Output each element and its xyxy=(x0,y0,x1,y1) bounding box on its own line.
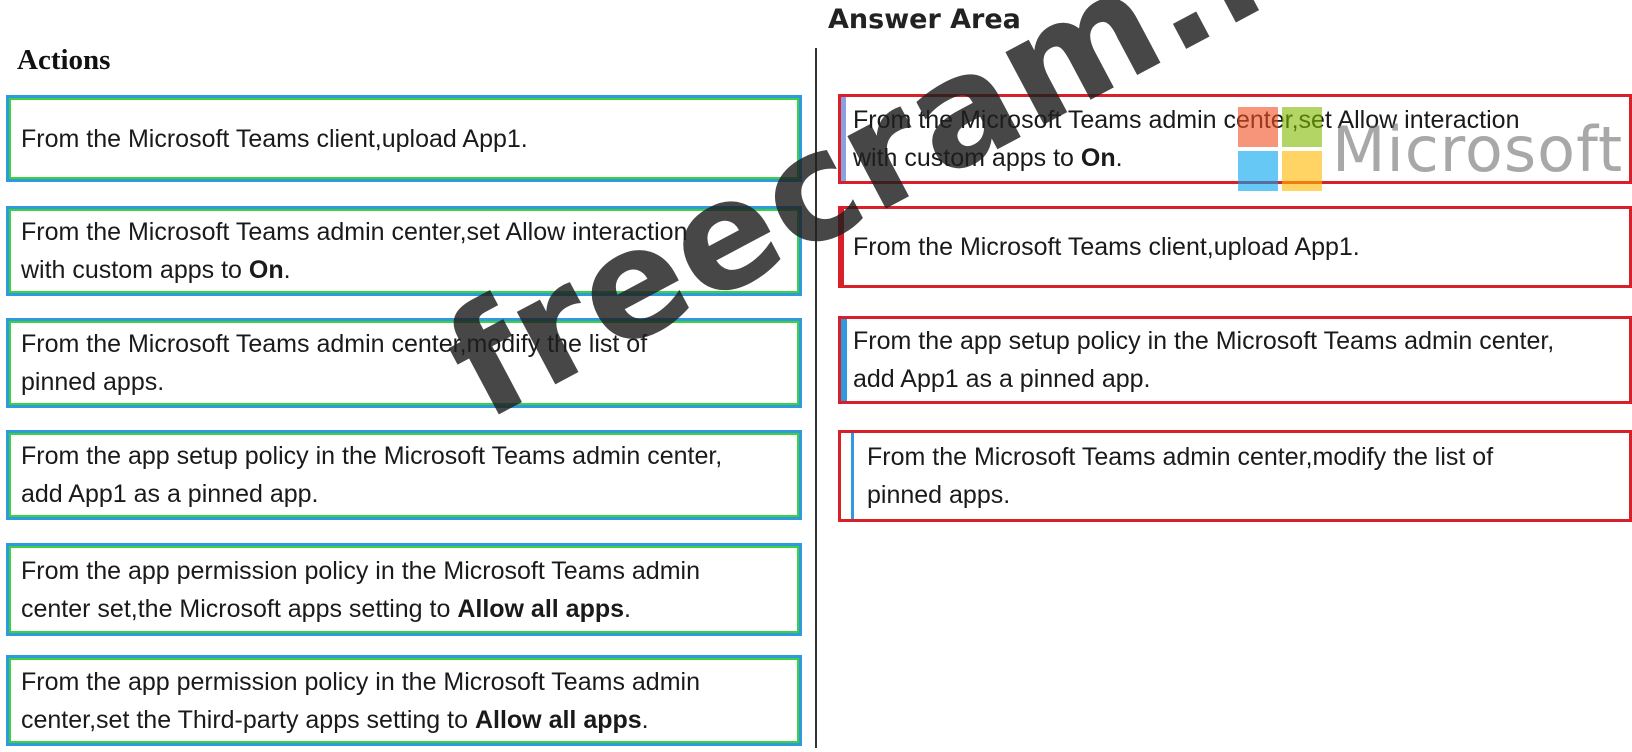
answer-item-text: From the Microsoft Teams admin center,mo… xyxy=(867,443,1494,509)
action-item-text: From the app permission policy in the Mi… xyxy=(21,667,700,734)
answer-item-text: From the Microsoft Teams admin center,se… xyxy=(853,106,1520,172)
actions-title: Actions xyxy=(17,44,111,76)
answer-slot-2[interactable]: From the Microsoft Teams client,upload A… xyxy=(838,206,1632,288)
column-divider xyxy=(815,48,817,748)
action-item-text: From the app permission policy in the Mi… xyxy=(21,556,700,623)
answer-item-text: From the app setup policy in the Microso… xyxy=(853,327,1555,393)
action-item-setup-policy-pin-app1[interactable]: From the app setup policy in the Microso… xyxy=(6,430,802,520)
answer-slot-4[interactable]: From the Microsoft Teams admin center,mo… xyxy=(838,430,1632,522)
action-item-permission-microsoft-apps[interactable]: From the app permission policy in the Mi… xyxy=(6,543,802,636)
answer-item-text: From the Microsoft Teams client,upload A… xyxy=(853,233,1360,261)
answer-area-title: Answer Area xyxy=(828,4,1021,35)
answer-slot-3[interactable]: From the app setup policy in the Microso… xyxy=(838,316,1632,404)
action-item-text: From the Microsoft Teams client,upload A… xyxy=(21,124,528,153)
action-item-modify-pinned-apps[interactable]: From the Microsoft Teams admin center,mo… xyxy=(6,318,802,408)
action-item-allow-custom-apps[interactable]: From the Microsoft Teams admin center,se… xyxy=(6,206,802,296)
action-item-text: From the Microsoft Teams admin center,se… xyxy=(21,218,688,284)
answer-slot-1[interactable]: From the Microsoft Teams admin center,se… xyxy=(838,94,1632,184)
action-item-permission-third-party-apps[interactable]: From the app permission policy in the Mi… xyxy=(6,655,802,746)
action-item-text: From the app setup policy in the Microso… xyxy=(21,442,723,508)
action-item-text: From the Microsoft Teams admin center,mo… xyxy=(21,330,648,396)
action-item-upload-app1[interactable]: From the Microsoft Teams client,upload A… xyxy=(6,95,802,182)
